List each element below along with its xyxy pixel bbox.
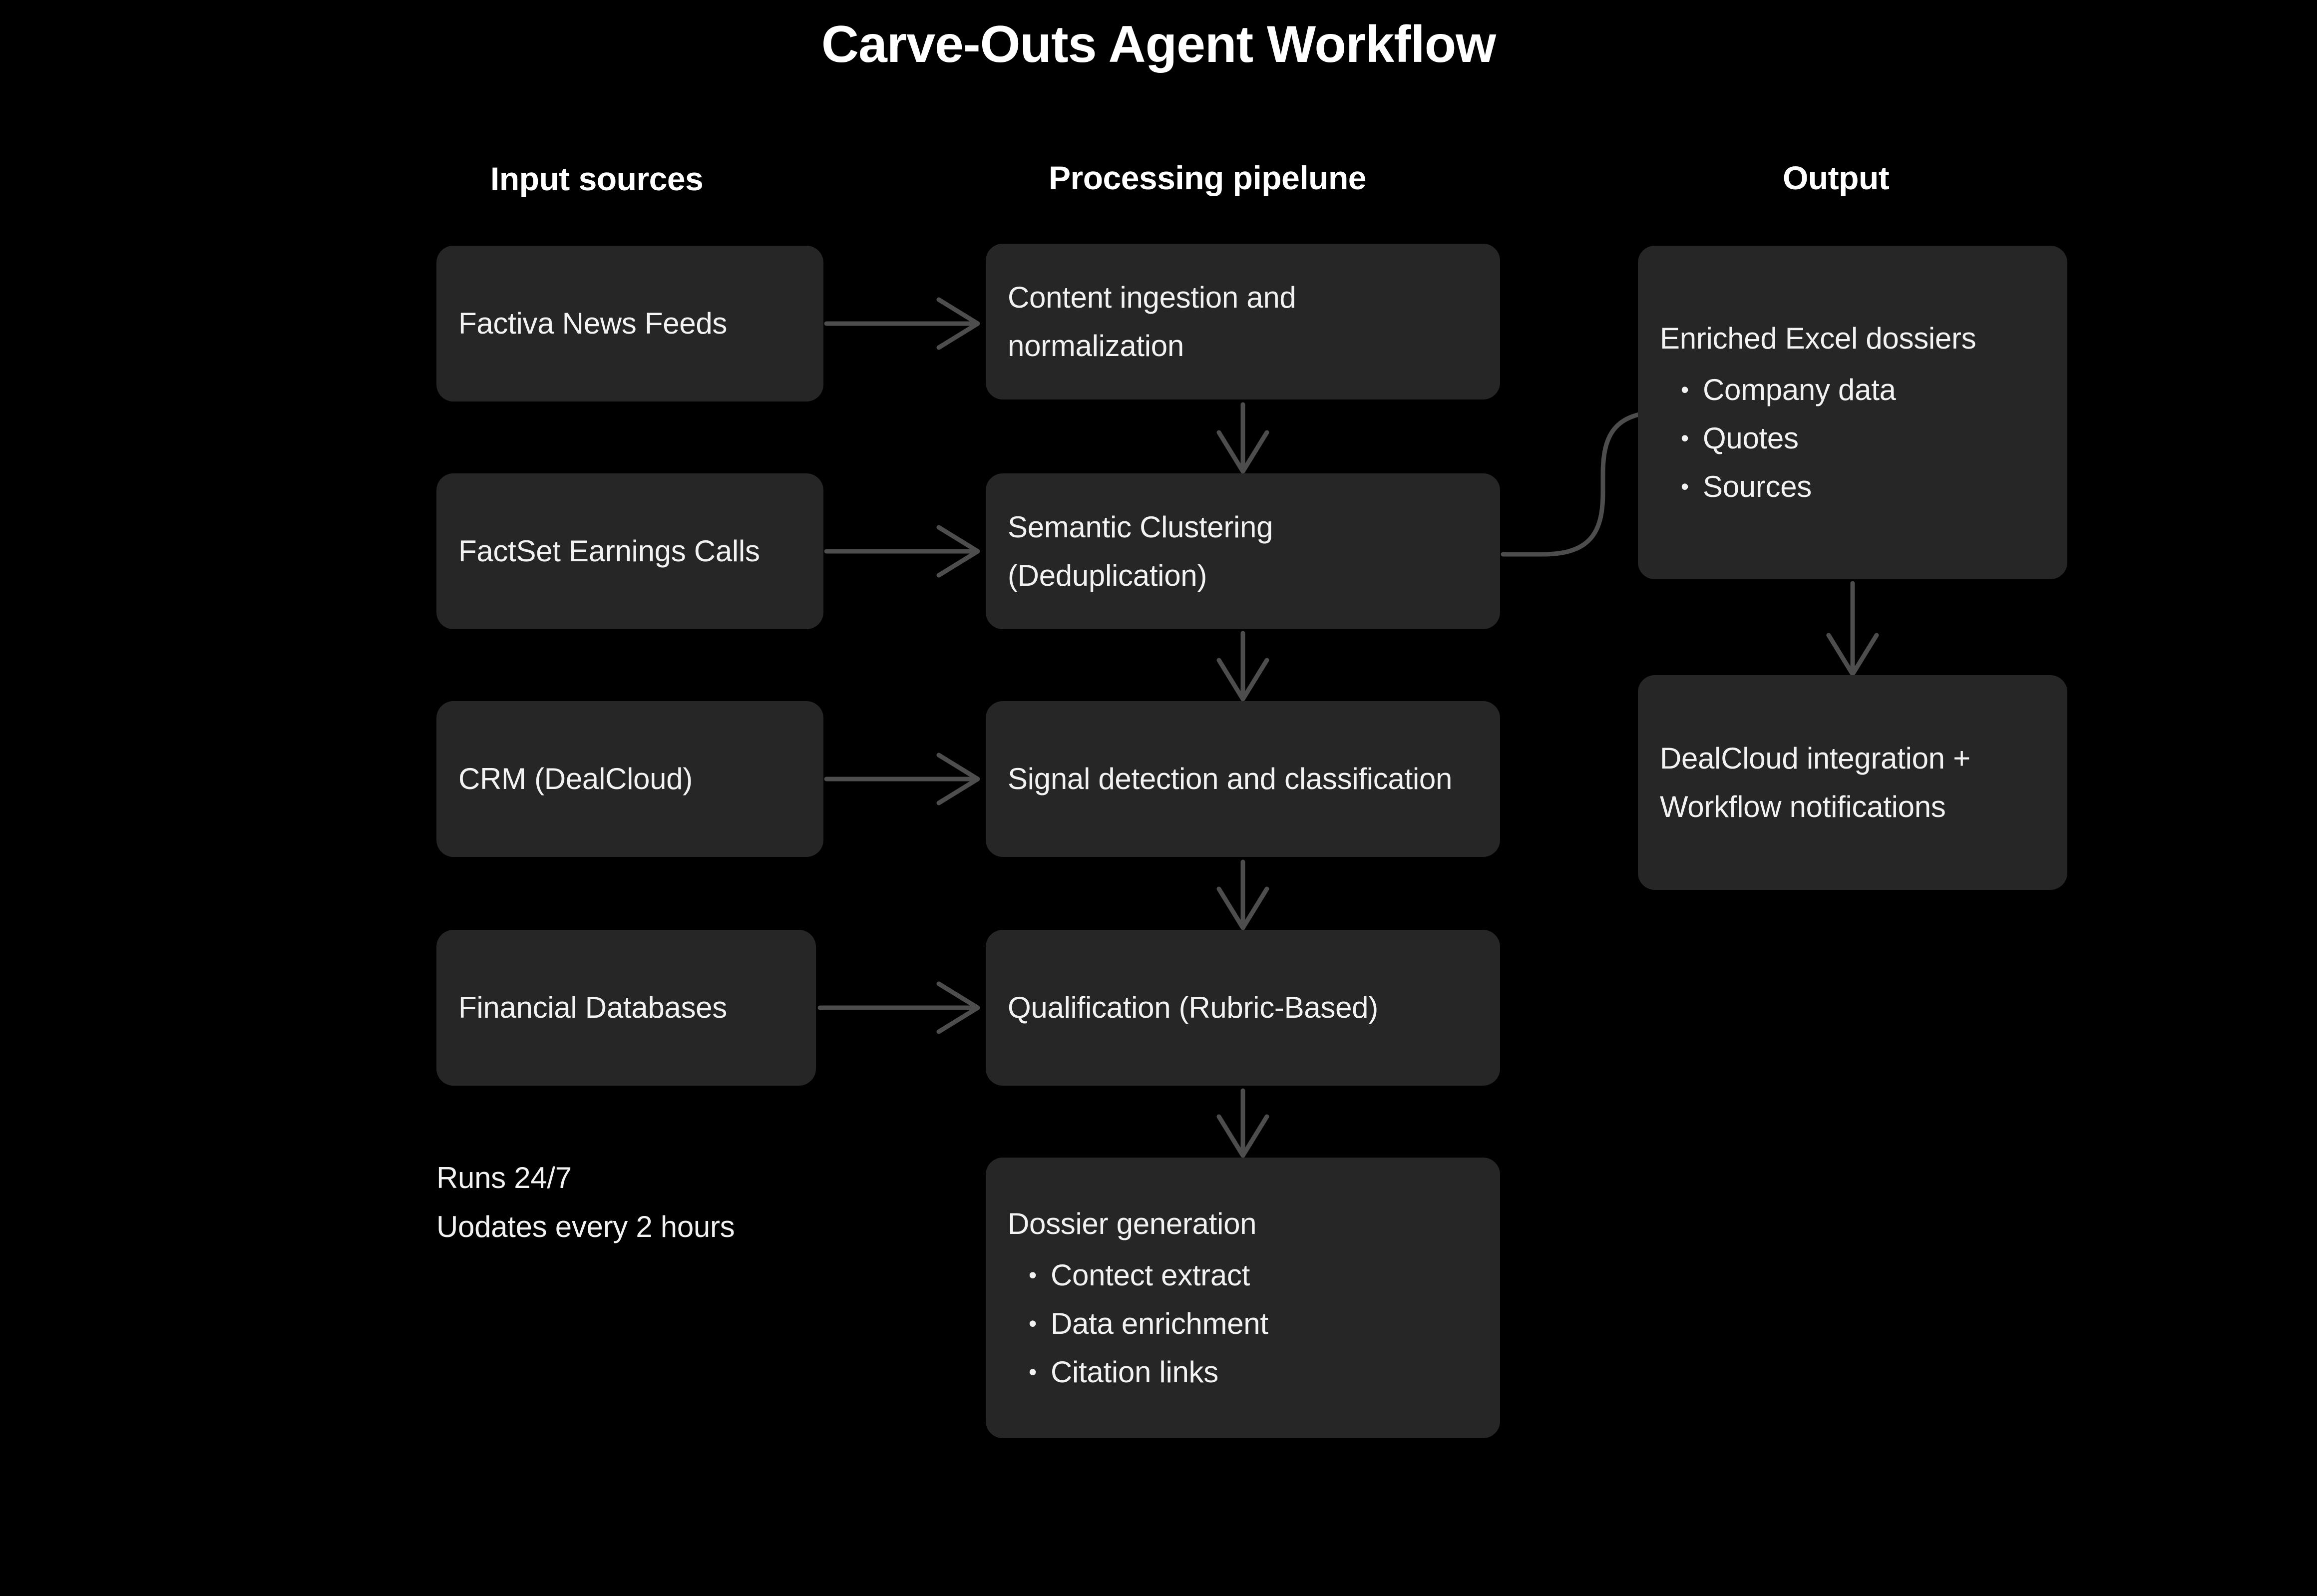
arrow-crm-to-signal [824, 753, 980, 805]
node-crm-dealcloud[interactable]: CRM (DealCloud) [436, 701, 823, 857]
node-dossier-generation[interactable]: Dossier generation Contect extract Data … [986, 1158, 1500, 1438]
arrow-findb-to-qualification [817, 981, 980, 1034]
list-item: Sources [1681, 462, 2045, 511]
arrow-factiva-to-ingestion [824, 297, 980, 350]
node-financial-databases[interactable]: Financial Databases [436, 930, 816, 1086]
node-signal-detection[interactable]: Signal detection and classification [986, 701, 1500, 857]
node-label: FactSet Earnings Calls [458, 534, 760, 568]
column-header-processing-pipeline: Processing pipelune [1049, 159, 1367, 196]
node-qualification-rubric[interactable]: Qualification (Rubric-Based) [986, 930, 1500, 1086]
column-header-input-sources: Input sources [490, 160, 704, 197]
node-label: Financial Databases [458, 991, 727, 1025]
node-label: Qualification (Rubric-Based) [1008, 991, 1378, 1025]
node-label: Dossier generation [1008, 1206, 1257, 1240]
node-label: CRM (DealCloud) [458, 762, 693, 796]
node-factiva-news-feeds[interactable]: Factiva News Feeds [436, 246, 823, 401]
node-content-ingestion[interactable]: Content ingestion and normalization [986, 244, 1500, 399]
arrow-ingestion-to-semantic [1216, 402, 1269, 474]
node-semantic-clustering[interactable]: Semantic Clustering (Deduplication) [986, 473, 1500, 629]
arrow-factset-to-semantic [824, 525, 980, 578]
column-header-output: Output [1783, 159, 1890, 196]
node-label: Content ingestion and normalization [1008, 280, 1296, 363]
node-enriched-excel-dossiers[interactable]: Enriched Excel dossiers Company data Quo… [1638, 246, 2067, 579]
list-item: Data enrichment [1029, 1299, 1478, 1348]
status-note: Runs 24/7 Uodates every 2 hours [436, 1154, 735, 1251]
status-note-line-2: Uodates every 2 hours [436, 1209, 735, 1243]
node-factset-earnings-calls[interactable]: FactSet Earnings Calls [436, 473, 823, 629]
list-item: Company data [1681, 366, 2045, 414]
arrow-qualification-to-dossier [1216, 1088, 1269, 1158]
arrow-signal-to-qualification [1216, 859, 1269, 930]
node-dealcloud-integration[interactable]: DealCloud integration + Workflow notific… [1638, 675, 2067, 890]
arrow-excel-to-dealcloud [1826, 581, 1879, 677]
arrow-semantic-to-signal [1216, 631, 1269, 702]
dossier-generation-bullet-list: Contect extract Data enrichment Citation… [1008, 1251, 1478, 1397]
node-label: Semantic Clustering (Deduplication) [1008, 510, 1273, 592]
list-item: Citation links [1029, 1348, 1478, 1397]
node-label: Factiva News Feeds [458, 307, 728, 341]
list-item: Contect extract [1029, 1251, 1478, 1300]
node-label: Enriched Excel dossiers [1660, 321, 1976, 355]
status-note-line-1: Runs 24/7 [436, 1161, 572, 1195]
node-label: Signal detection and classification [1008, 762, 1453, 796]
list-item: Quotes [1681, 414, 2045, 463]
excel-dossiers-bullet-list: Company data Quotes Sources [1660, 366, 2045, 511]
node-label: DealCloud integration + Workflow notific… [1660, 741, 1970, 823]
page-title: Carve-Outs Agent Workflow [821, 15, 1496, 73]
